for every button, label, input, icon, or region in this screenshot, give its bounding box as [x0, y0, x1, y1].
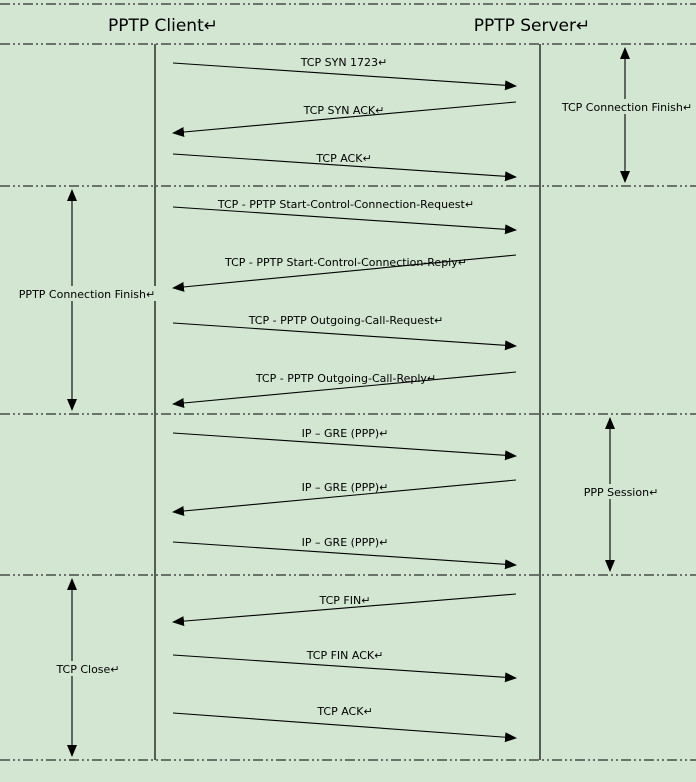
message-arrow-tcp-syn: [172, 62, 517, 91]
message-label: TCP SYN 1723↵: [300, 56, 388, 69]
section-label-tcp-connection: TCP Connection Finish↵: [561, 101, 692, 114]
message-label: TCP FIN↵: [319, 594, 371, 607]
message-label: TCP - PPTP Outgoing-Call-Request↵: [248, 314, 444, 327]
message-arrow-sccrp: [172, 254, 517, 292]
message-arrow-tcp-fin: [172, 593, 517, 627]
message-arrow-tcp-ack: [172, 153, 517, 182]
message-label: TCP FIN ACK↵: [306, 649, 384, 662]
label-backdrop: [583, 484, 659, 499]
server-title: PPTP Server↵: [474, 16, 591, 36]
message-label: TCP - PPTP Outgoing-Call-Reply↵: [255, 372, 436, 385]
message-label: TCP - PPTP Start-Control-Connection-Repl…: [224, 256, 467, 269]
message-label: IP – GRE (PPP)↵: [302, 427, 389, 440]
client-title: PPTP Client↵: [108, 16, 218, 36]
message-arrow-gre-1: [172, 432, 517, 461]
label-backdrop: [54, 661, 122, 676]
message-label: TCP - PPTP Start-Control-Connection-Requ…: [217, 198, 474, 211]
message-arrow-ocrp: [172, 371, 517, 408]
section-label-tcp-close: TCP Close↵: [55, 663, 119, 676]
message-arrow-gre-3: [172, 541, 517, 570]
message-arrow-ocrq: [172, 322, 517, 351]
message-label: IP – GRE (PPP)↵: [302, 481, 389, 494]
message-arrow-sccrq: [172, 206, 517, 235]
message-arrow-tcp-syn-ack: [172, 101, 517, 137]
section-label-pptp-connection: PPTP Connection Finish↵: [19, 288, 155, 301]
message-label: TCP ACK↵: [316, 705, 372, 718]
message-arrow-tcp-fin-ack: [172, 654, 517, 683]
section-label-ppp-session: PPP Session↵: [584, 486, 659, 499]
label-backdrop: [16, 286, 158, 301]
label-backdrop: [560, 99, 694, 114]
message-label: IP – GRE (PPP)↵: [302, 536, 389, 549]
message-arrow-gre-2: [172, 479, 517, 516]
message-label: TCP ACK↵: [315, 152, 371, 165]
message-arrow-tcp-ack-final: [172, 712, 517, 743]
message-label: TCP SYN ACK↵: [303, 104, 385, 117]
